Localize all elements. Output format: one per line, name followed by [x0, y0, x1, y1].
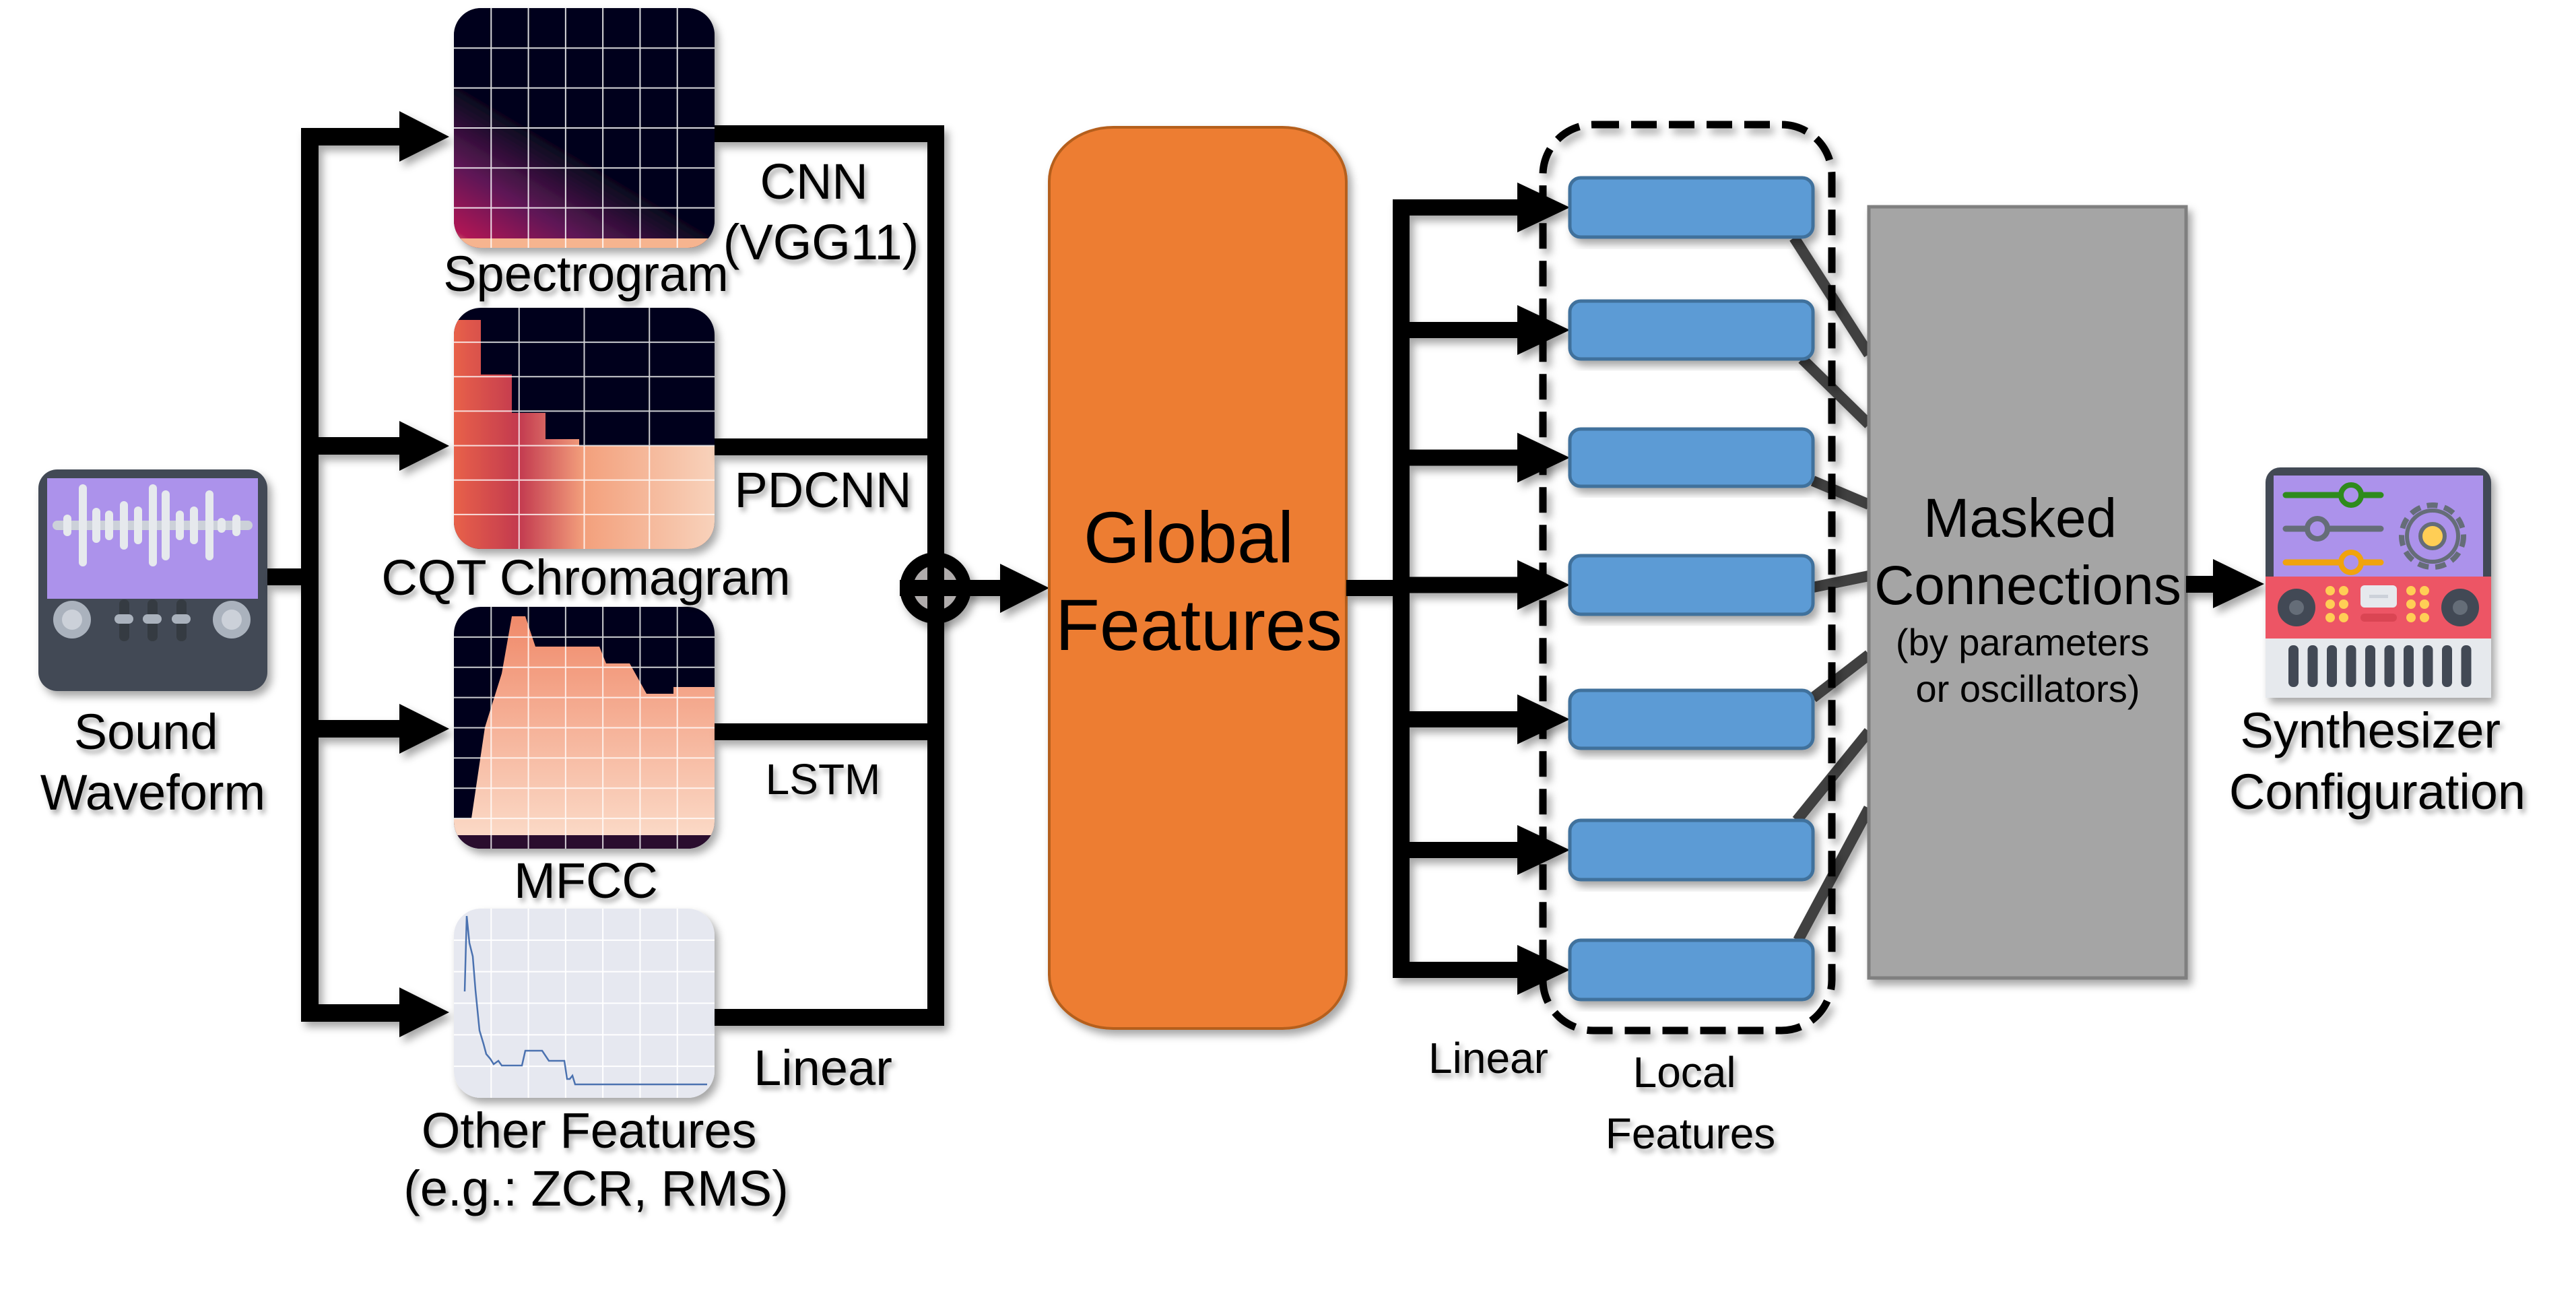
- connection-line: [1812, 570, 1870, 593]
- encoder-label-lstm: LSTM: [766, 755, 881, 804]
- fanout-arm: [1393, 962, 1521, 978]
- synth-key: [2365, 645, 2375, 687]
- fanout-arm: [1393, 322, 1521, 338]
- global-features-block: [1048, 126, 1348, 1030]
- output-label: Synthesizer Configuration: [2229, 702, 2525, 820]
- global-fanout-connector: [1346, 183, 1570, 995]
- synth-key: [2327, 645, 2337, 687]
- mfcc-thumbnail: [454, 607, 715, 849]
- local-feature-box: [1568, 427, 1815, 488]
- other-features-label: Other Features (e.g.: ZCR, RMS): [403, 1103, 788, 1216]
- synth-key: [2288, 645, 2299, 687]
- arrow-head: [1517, 305, 1570, 355]
- fanout-arm: [1393, 711, 1521, 727]
- global-features-label: Global Features: [1055, 496, 1342, 665]
- local-features-label: Local Features: [1606, 1048, 1776, 1158]
- cqt-chromagram-thumbnail: [454, 308, 715, 549]
- fanout-linear-label: Linear: [1428, 1034, 1548, 1082]
- fanout-arm: [1393, 842, 1521, 858]
- local-feature-box: [1568, 688, 1815, 750]
- encoder-label-cnn: CNN (VGG11): [723, 154, 919, 270]
- synth-key: [2384, 645, 2395, 687]
- synth-key: [2461, 645, 2472, 687]
- local-feature-box: [1568, 938, 1815, 1002]
- local-feature-box: [1568, 299, 1815, 361]
- spectrogram-label: Spectrogram: [443, 246, 729, 302]
- concatenate-icon: [900, 552, 971, 624]
- masked-to-output-arrow: [2186, 559, 2264, 608]
- connection-line: [1810, 476, 1872, 510]
- encoder-label-pdcnn: PDCNN: [734, 462, 911, 518]
- spectrogram-thumbnail: [454, 8, 715, 248]
- feature-line-plot-thumbnail: [454, 909, 715, 1098]
- gear-icon: [2399, 502, 2466, 570]
- local-features-group: [1568, 176, 1815, 1002]
- local-feature-box: [1568, 554, 1815, 616]
- synth-key: [2422, 645, 2433, 687]
- cqt-chromagram-label: CQT Chromagram: [381, 550, 790, 606]
- connection-line: [1798, 355, 1873, 428]
- synth-key: [2307, 645, 2318, 687]
- fanout-arm: [1393, 449, 1521, 466]
- input-label: Sound Waveform: [40, 704, 265, 820]
- fanout-arm: [1393, 199, 1521, 216]
- masked-connections-title: Masked Connections: [1874, 488, 2181, 616]
- fanout-arm: [1393, 577, 1521, 593]
- waveform-device-icon: [38, 469, 267, 691]
- local-features-boundary: [1539, 121, 1836, 1035]
- arrow-head: [1517, 945, 1570, 995]
- input-fanout-connector: [267, 111, 449, 1037]
- concat-to-global-arrow: [963, 564, 1049, 613]
- local-feature-box: [1568, 176, 1815, 239]
- connection-line: [1810, 650, 1872, 702]
- synthesizer-icon: [2266, 467, 2491, 698]
- synth-key: [2346, 645, 2356, 687]
- masked-connections-subtitle: (by parameters or oscillators): [1896, 621, 2160, 710]
- synth-key: [2404, 645, 2414, 687]
- mfcc-label: MFCC: [514, 853, 658, 909]
- local-feature-box: [1568, 818, 1815, 882]
- encoder-label-linear: Linear: [754, 1040, 892, 1096]
- synth-key: [2442, 645, 2452, 687]
